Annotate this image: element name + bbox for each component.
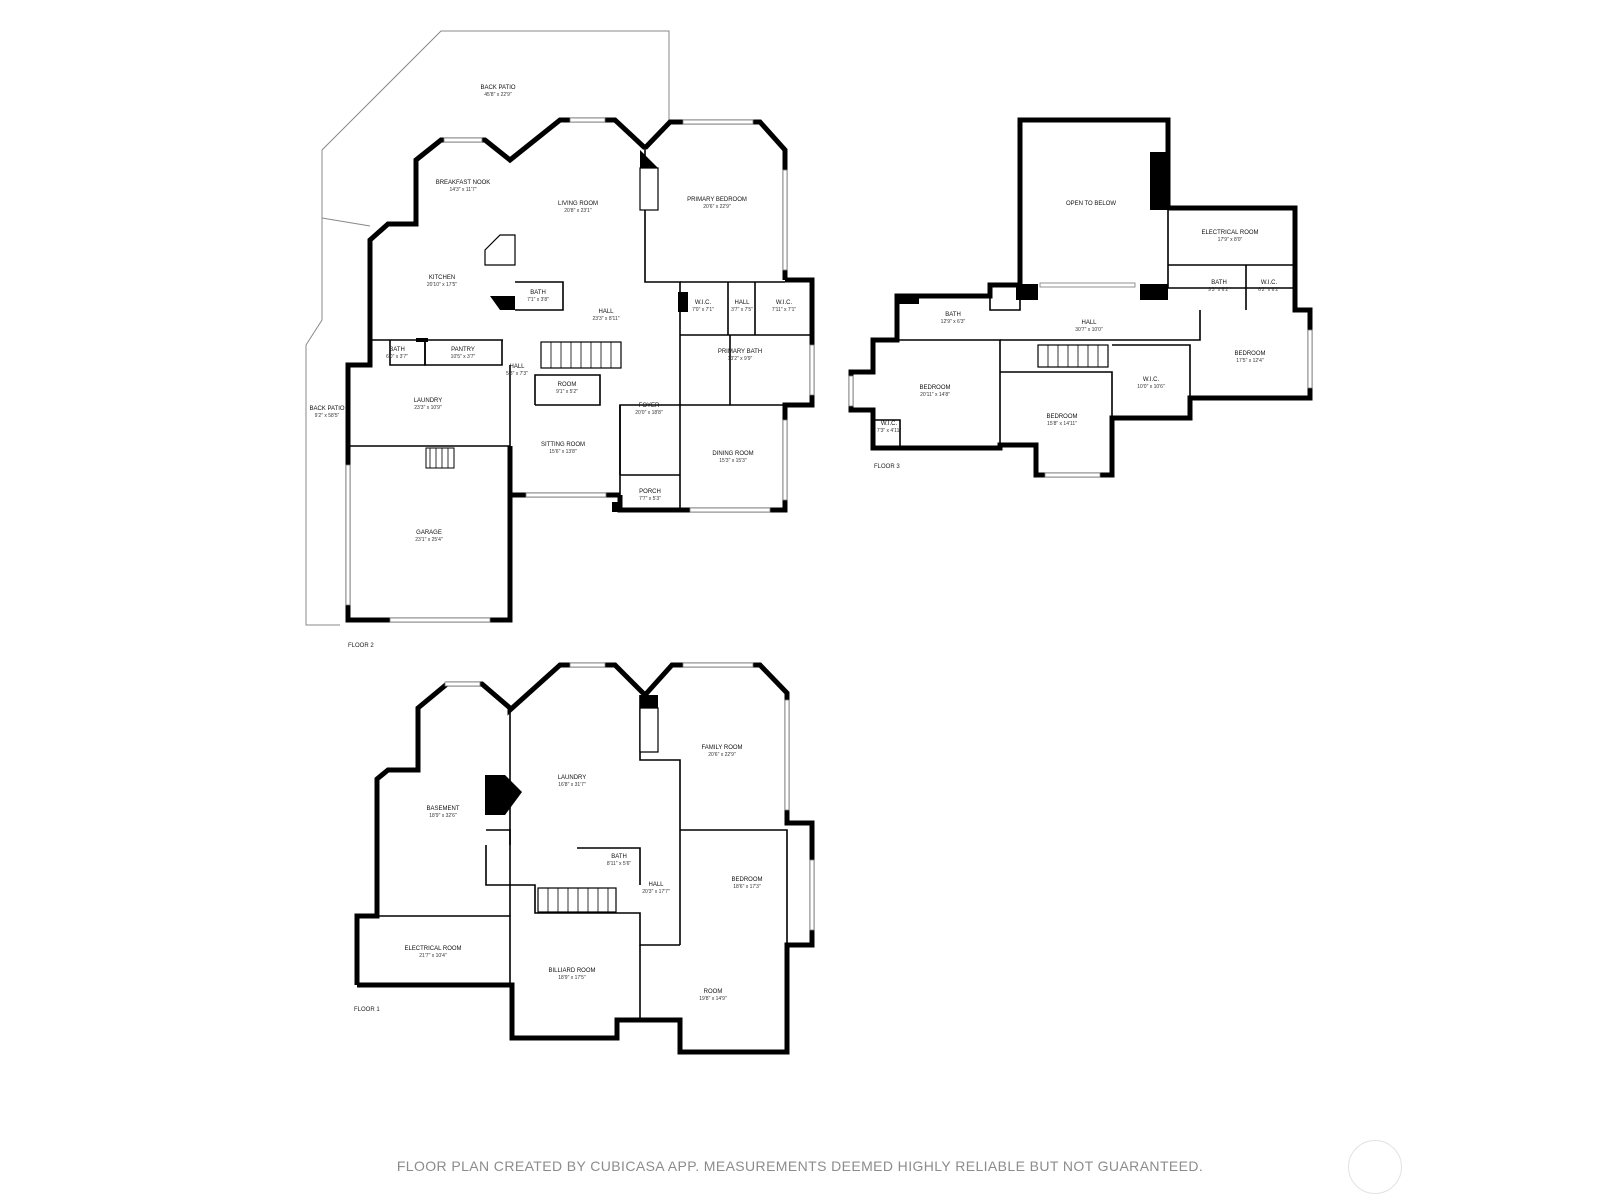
room-name: W.I.C. — [695, 300, 712, 306]
room-dim: 20'8" x 23'1" — [564, 208, 592, 214]
room-name: LAUNDRY — [558, 775, 587, 781]
room-dim: 15'3" x 15'3" — [719, 458, 747, 464]
room-name: PRIMARY BEDROOM — [687, 197, 747, 203]
room-name: ELECTRICAL ROOM — [404, 946, 461, 952]
room-name: FAMILY ROOM — [701, 745, 742, 751]
room-name: W.I.C. — [881, 421, 898, 427]
floor-label: FLOOR 2 — [348, 643, 374, 649]
room-dim: 45'8" x 22'9" — [484, 92, 512, 98]
room-dim: 15'8" x 14'11" — [1047, 421, 1077, 427]
room-dim: 9'1" x 5'2" — [556, 389, 578, 395]
room-name: BEDROOM — [731, 877, 762, 883]
room-name: FOYER — [639, 403, 660, 409]
room-name: HALL — [598, 309, 614, 315]
room-name: BEDROOM — [919, 385, 950, 391]
room-name: HALL — [648, 882, 664, 888]
room-name: PORCH — [639, 489, 661, 495]
room-dim: 23'1" x 25'4" — [415, 537, 443, 543]
room-name: W.I.C. — [1261, 280, 1278, 286]
brand-logo — [1348, 1140, 1402, 1194]
room-name: BATH — [611, 854, 627, 860]
room-name: LAUNDRY — [414, 398, 443, 404]
room-name: BATH — [1211, 280, 1227, 286]
room-dim: 21'7" x 10'4" — [419, 953, 447, 959]
room-name: SITTING ROOM — [541, 442, 585, 448]
room-dim: 20'10" x 17'5" — [427, 282, 457, 288]
room-dim: 15'6" x 13'8" — [549, 449, 577, 455]
room-dim: 10'5" x 3'7" — [451, 354, 476, 360]
room-dim: 9'2" x 58'5" — [315, 413, 340, 419]
room-name: DINING ROOM — [712, 451, 753, 457]
room-dim: 23'3" x 8'11" — [592, 316, 619, 322]
room-name: BACK PATIO — [309, 406, 344, 412]
room-name: PRIMARY BATH — [718, 349, 762, 355]
room-dim: 20'6" x 22'9" — [703, 204, 731, 210]
room-name: OPEN TO BELOW — [1066, 201, 1116, 207]
room-dim: 7'3" x 4'11" — [877, 428, 901, 434]
room-dim: 20'11" x 14'8" — [920, 392, 950, 398]
room-name: ELECTRICAL ROOM — [1201, 230, 1258, 236]
room-name: BEDROOM — [1046, 414, 1077, 420]
room-name: W.I.C. — [1143, 377, 1160, 383]
room-dim: 17'5" x 12'4" — [1236, 358, 1264, 364]
floor-2-plan: BACK PATIO 45'8" x 22'9" BREAKFAST NOOK … — [305, 30, 815, 649]
room-dim: 12'9" x 6'3" — [941, 319, 966, 325]
room-dim: 20'0" x 18'8" — [635, 410, 663, 416]
room-dim: 5'8" x 7'3" — [506, 371, 528, 377]
room-dim: 18'6" x 17'3" — [733, 884, 761, 890]
room-name: BILLIARD ROOM — [548, 968, 595, 974]
room-name: HALL — [1081, 320, 1097, 326]
room-name: BASEMENT — [426, 806, 459, 812]
room-name: BACK PATIO — [480, 85, 515, 91]
room-name: ROOM — [558, 382, 577, 388]
room-dim: 8'11" x 5'6" — [607, 861, 631, 867]
room-name: BATH — [945, 312, 961, 318]
room-dim: 20'3" x 17'7" — [642, 889, 670, 895]
room-name: BREAKFAST NOOK — [436, 180, 491, 186]
room-dim: 18'9" x 32'6" — [429, 813, 457, 819]
room-dim: 6'0" x 3'7" — [386, 354, 408, 360]
room-dim: 30'7" x 10'0" — [1075, 327, 1103, 333]
room-dim: 3'7" x 7'5" — [731, 307, 753, 313]
room-dim: 17'9" x 8'0" — [1218, 237, 1243, 243]
room-name: HALL — [734, 300, 750, 306]
room-dim: 16'8" x 31'7" — [558, 782, 586, 788]
room-dim: 23'3" x 10'9" — [414, 405, 442, 411]
room-name: GARAGE — [416, 530, 442, 536]
room-dim: 7'1" x 3'8" — [527, 297, 549, 303]
room-name: HALL — [509, 364, 525, 370]
room-name: BATH — [530, 290, 546, 296]
room-dim: 6'2" x 6'2" — [1258, 287, 1280, 293]
room-name: BATH — [389, 347, 405, 353]
room-name: KITCHEN — [429, 275, 455, 281]
room-dim: 20'6" x 22'9" — [708, 752, 736, 758]
room-dim: 7'11" x 7'1" — [772, 307, 796, 313]
room-name: BEDROOM — [1234, 351, 1265, 357]
room-dim: 9'3" x 6'2" — [1208, 287, 1230, 293]
room-dim: 18'9" x 17'5" — [558, 975, 586, 981]
floor-3-plan: OPEN TO BELOW ELECTRICAL ROOM 17'9" x 8'… — [848, 117, 1313, 478]
room-dim: 7'0" x 7'1" — [692, 307, 714, 313]
room-dim: 7'7" x 5'3" — [639, 496, 661, 502]
room-name: LIVING ROOM — [558, 201, 598, 207]
room-dim: 10'0" x 10'6" — [1137, 384, 1165, 390]
disclaimer-footer: FLOOR PLAN CREATED BY CUBICASA APP. MEAS… — [396, 1158, 1204, 1174]
floor-label: FLOOR 3 — [874, 464, 900, 470]
floor-1-plan: LAUNDRY 16'8" x 31'7" FAMILY ROOM 20'6" … — [354, 662, 815, 1055]
room-name: PANTRY — [451, 347, 475, 353]
room-dim: 14'3" x 11'7" — [449, 187, 476, 193]
room-name: ROOM — [704, 989, 723, 995]
room-name: W.I.C. — [776, 300, 793, 306]
room-dim: 13'2" x 9'9" — [728, 356, 753, 362]
room-dim: 19'8" x 14'9" — [699, 996, 727, 1002]
floor-label: FLOOR 1 — [354, 1007, 380, 1013]
